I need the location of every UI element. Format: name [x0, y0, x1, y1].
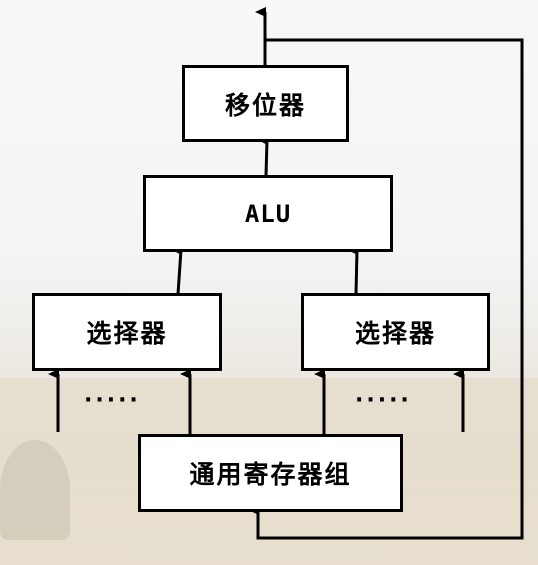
shifter-label: 移位器 [224, 90, 306, 120]
right-selector-label: 选择器 [354, 319, 436, 348]
right-selector-block: 选择器 [301, 293, 490, 371]
feedback-loop-line [248, 38, 524, 540]
background-tree [0, 440, 70, 540]
alu-label: ALU [244, 199, 292, 228]
register-file-block: 通用寄存器组 [138, 434, 403, 512]
left-ellipsis: ····· [84, 388, 141, 413]
left-selector-block: 选择器 [32, 293, 222, 371]
shifter-block: 移位器 [182, 65, 349, 142]
right-ellipsis: ····· [355, 388, 412, 413]
alu-block: ALU [143, 175, 393, 252]
right-selector-to-alu-arrow [347, 245, 359, 295]
left-selector-label: 选择器 [86, 319, 168, 348]
left-selector-to-alu-arrow [171, 245, 183, 295]
register-file-label: 通用寄存器组 [189, 460, 352, 489]
alu-to-shifter-arrow [257, 135, 269, 177]
